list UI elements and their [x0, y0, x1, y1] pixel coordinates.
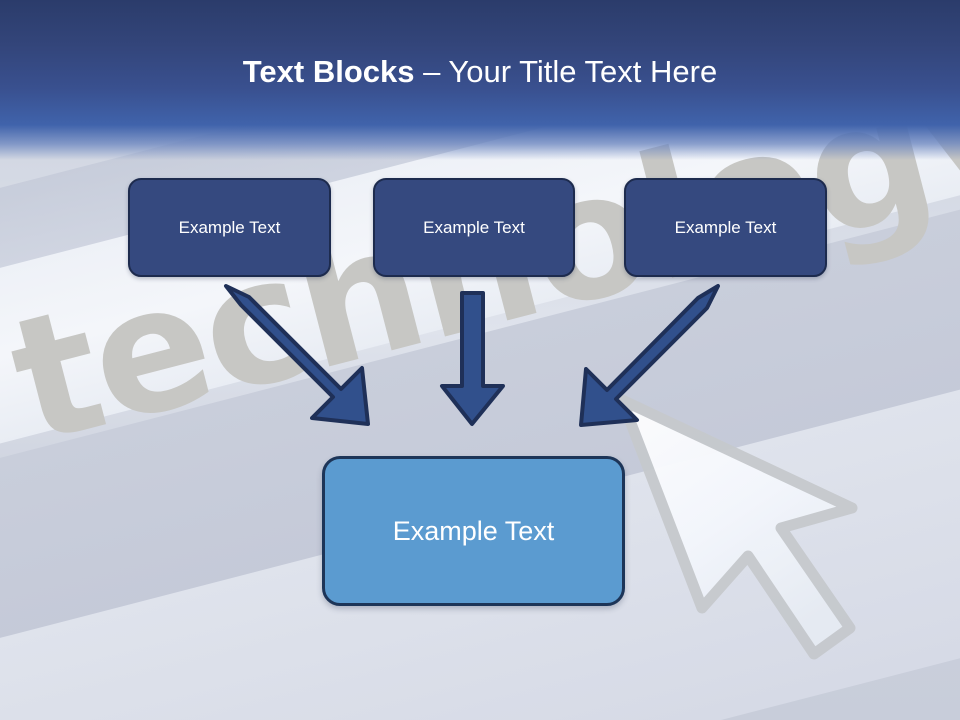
text-block-top-1[interactable]: Example Text — [128, 178, 331, 277]
text-block-bottom-label: Example Text — [392, 515, 555, 546]
text-block-top-1-label: Example Text — [178, 217, 281, 237]
mouse-pointer-icon — [616, 394, 858, 660]
header-band — [0, 0, 960, 160]
page-title: Text Blocks – Your Title Text Here — [0, 54, 960, 90]
text-block-bottom[interactable]: Example Text — [322, 456, 625, 606]
page-title-separator: – — [414, 54, 449, 89]
text-block-top-2-label: Example Text — [423, 217, 525, 237]
text-block-top-3[interactable]: Example Text — [624, 178, 827, 277]
text-block-top-2[interactable]: Example Text — [373, 178, 575, 277]
page-title-bold: Text Blocks — [242, 54, 415, 89]
page-title-regular: Your Title Text Here — [448, 54, 718, 89]
text-block-top-3-label: Example Text — [674, 217, 777, 237]
